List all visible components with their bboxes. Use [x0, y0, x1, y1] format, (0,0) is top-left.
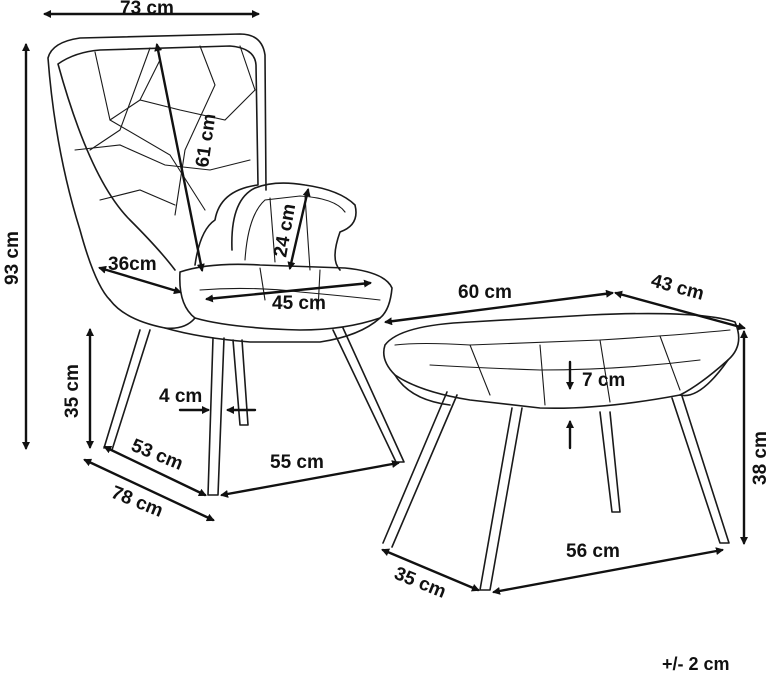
label-chair-width: 73 cm	[120, 0, 174, 19]
label-seat-height: 35 cm	[62, 364, 83, 418]
label-base-depth: 53 cm	[128, 435, 186, 475]
label-cushion-thickness: 7 cm	[582, 370, 625, 391]
label-ottoman-base-depth: 35 cm	[391, 563, 449, 603]
label-backrest-height: 61 cm	[192, 112, 220, 168]
label-ottoman-base-width: 56 cm	[566, 541, 620, 562]
armchair-drawing: 73 cm 93 cm 61 cm 24 cm 36cm 45 cm 35 cm…	[2, 0, 405, 522]
label-ottoman-height: 38 cm	[750, 431, 769, 485]
chair-backrest-outline	[47, 33, 267, 301]
label-leg-diameter: 4 cm	[159, 386, 202, 407]
label-seat-width: 45 cm	[272, 293, 326, 314]
label-chair-height: 93 cm	[2, 231, 23, 285]
ottoman-legs	[382, 391, 730, 591]
label-seat-depth: 36cm	[108, 254, 157, 275]
chair-dimension-lines	[22, 10, 400, 522]
ottoman-drawing: 60 cm 43 cm 7 cm 38 cm 56 cm 35 cm	[381, 271, 769, 603]
label-base-width: 55 cm	[270, 452, 324, 473]
label-ottoman-width: 60 cm	[458, 282, 512, 303]
label-armrest-height: 24 cm	[270, 202, 300, 259]
chair-armrest	[231, 182, 357, 271]
label-ottoman-depth: 43 cm	[649, 271, 706, 305]
label-overall-depth: 78 cm	[108, 482, 166, 522]
ottoman-cushion	[382, 312, 740, 410]
tolerance-note: +/- 2 cm	[662, 654, 730, 674]
chair-tufting	[74, 45, 256, 216]
ottoman-dimension-lines	[381, 289, 748, 595]
chair-backrest-inner	[57, 45, 259, 271]
